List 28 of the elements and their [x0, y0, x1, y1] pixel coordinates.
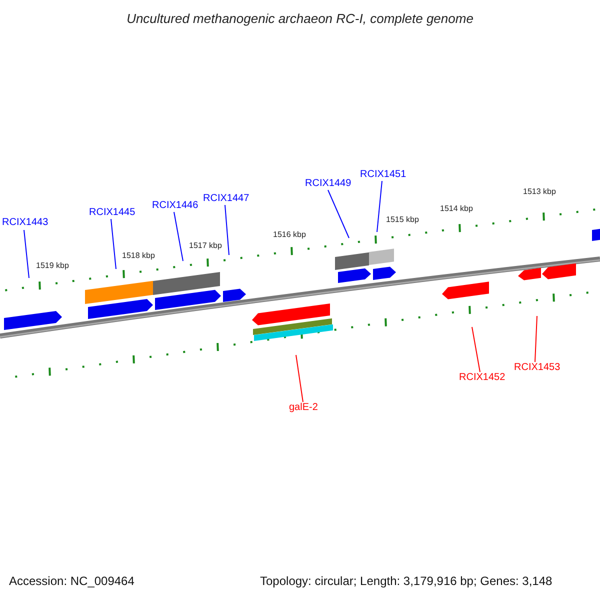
position-label: 1517 kbp	[189, 241, 222, 251]
footer-text: Accession: NC_009464	[9, 574, 134, 588]
leader-line	[376, 180, 382, 232]
position-label: 1519 kbp	[36, 261, 69, 271]
gene-label: RCIX1453	[514, 362, 560, 374]
position-label: 1514 kbp	[440, 204, 473, 214]
leader-line	[174, 212, 184, 262]
leader-line	[296, 354, 304, 402]
leader-line	[110, 218, 116, 270]
position-label: 1518 kbp	[122, 251, 155, 261]
leader-line	[224, 204, 230, 256]
title: Uncultured methanogenic archaeon RC-I, complete genome	[126, 10, 474, 28]
footer-text: Topology: circular; Length: 3,179,916 bp; Genes: 3,148	[260, 574, 552, 588]
position-label: 1513 kbp	[523, 187, 556, 197]
gene-label: galE-2	[289, 402, 318, 414]
leader-line	[24, 230, 30, 278]
leader-line	[328, 190, 350, 238]
gene-label: RCIX1451	[360, 169, 406, 181]
position-label: 1515 kbp	[386, 215, 419, 225]
gene-label: RCIX1449	[305, 178, 352, 190]
gene-label: RCIX1447	[203, 193, 250, 205]
gene-label: RCIX1452	[459, 372, 506, 384]
leader-line	[534, 316, 538, 362]
leader-line	[472, 326, 480, 372]
gene-label: RCIX1443	[2, 217, 48, 229]
gene-label: RCIX1445	[89, 207, 136, 219]
position-label: 1516 kbp	[273, 230, 306, 240]
gene-label: RCIX1446	[152, 200, 198, 212]
